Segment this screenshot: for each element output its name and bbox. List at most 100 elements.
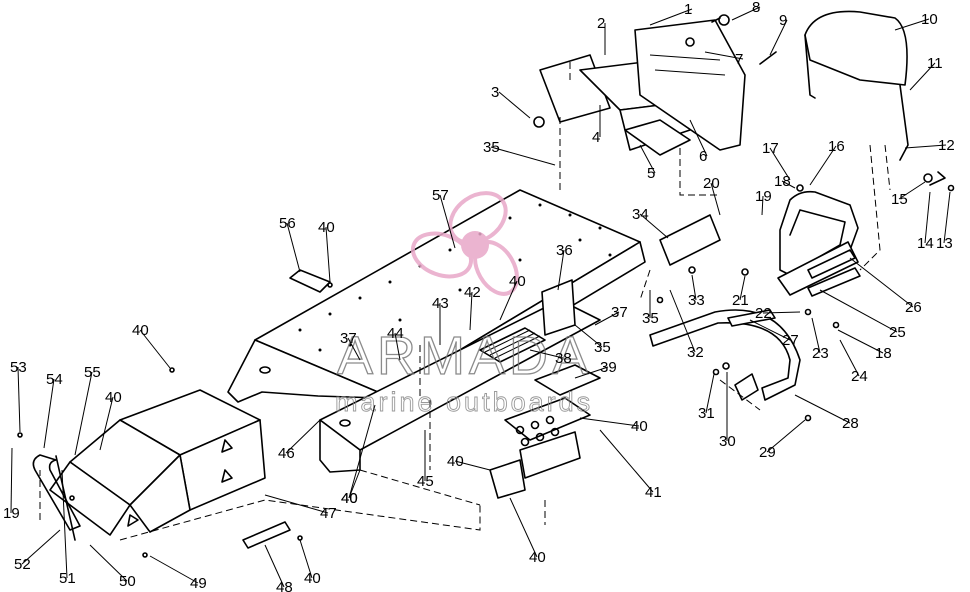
callout-49: 49: [190, 575, 207, 592]
leader-line-c23: [811, 317, 821, 354]
callout-40: 40: [529, 549, 546, 566]
callout-7: 7: [735, 51, 743, 68]
leader-line-c29: [766, 419, 806, 453]
leader-line-c37b: [594, 311, 620, 326]
leader-line-c35a: [490, 146, 556, 166]
callout-15: 15: [891, 191, 908, 208]
hardware: [17, 14, 955, 558]
callout-18: 18: [875, 345, 892, 362]
propeller-logo: [410, 191, 519, 296]
leader-line-c13: [943, 191, 951, 244]
leader-line-c15: [898, 181, 926, 200]
callout-51: 51: [59, 570, 76, 587]
callout-29: 29: [759, 444, 776, 461]
leader-line-c47: [264, 494, 329, 514]
callout-30: 30: [719, 433, 736, 450]
callout-33: 33: [688, 292, 705, 309]
callout-50: 50: [119, 573, 136, 590]
callout-14: 14: [917, 235, 934, 252]
callout-12: 12: [938, 137, 955, 154]
leader-line-c40g: [454, 460, 491, 471]
leader-line-c40i: [299, 539, 313, 579]
leader-line-c57: [439, 194, 456, 249]
callout-48: 48: [276, 579, 293, 592]
callout-40: 40: [132, 322, 149, 339]
callout-40: 40: [509, 273, 526, 290]
leader-line-c21: [739, 275, 746, 301]
leader-line-c24: [839, 339, 860, 377]
leader-line-c53: [17, 366, 21, 433]
callout-47: 47: [320, 505, 337, 522]
callout-35: 35: [483, 139, 500, 156]
leader-line-c8: [731, 6, 761, 21]
leader-line-c35c: [574, 324, 603, 348]
leader-line-c40j: [348, 404, 376, 499]
leader-line-c40a: [325, 226, 331, 283]
leader-line-c39: [574, 366, 609, 379]
callout-21: 21: [732, 292, 749, 309]
rear-bumper: [649, 309, 801, 401]
callout-13: 13: [936, 235, 953, 252]
leader-line-c18a: [781, 180, 796, 189]
leader-line-c50: [89, 544, 128, 582]
leader-line-c46: [285, 419, 321, 454]
leader-line-c52: [21, 529, 61, 565]
rear-bumper-bracket: [727, 309, 776, 327]
heat-exchanger: [479, 327, 546, 363]
leader-line-c33: [691, 274, 697, 301]
leader-line-c40b: [139, 329, 171, 369]
leader-line-c36: [557, 249, 565, 291]
callout-4: 4: [592, 129, 600, 146]
leader-line-c5: [639, 144, 656, 174]
leader-line-c19b: [10, 447, 13, 514]
callout-16: 16: [828, 138, 845, 155]
leader-lines: [10, 6, 951, 588]
leader-line-c1: [649, 8, 693, 26]
leader-line-c11: [909, 62, 936, 91]
callout-17: 17: [762, 140, 779, 157]
leader-line-c38: [529, 349, 564, 359]
callout-55: 55: [84, 364, 101, 381]
callout-37: 37: [340, 330, 357, 347]
leader-line-c14: [924, 191, 931, 244]
callout-40: 40: [318, 219, 335, 236]
leader-line-c51: [61, 469, 68, 579]
callout-1: 1: [684, 1, 692, 18]
callout-40: 40: [631, 418, 648, 435]
callout-22: 22: [755, 305, 772, 322]
callout-3: 3: [491, 84, 499, 101]
callout-40: 40: [447, 453, 464, 470]
callout-35: 35: [642, 310, 659, 327]
leader-line-c40h: [509, 497, 538, 558]
callout-40: 40: [304, 570, 321, 587]
leader-line-c9: [769, 19, 788, 56]
callout-35: 35: [594, 339, 611, 356]
steering-bracket: [489, 364, 601, 499]
callout-43: 43: [432, 295, 449, 312]
callout-40: 40: [341, 490, 358, 507]
callout-45: 45: [417, 473, 434, 490]
callout-56: 56: [279, 215, 296, 232]
callout-34: 34: [632, 206, 649, 223]
callout-41: 41: [645, 484, 662, 501]
callout-11: 11: [927, 55, 943, 72]
leader-line-c40f: [579, 417, 640, 427]
leader-line-c54: [43, 378, 55, 449]
callout-19: 19: [755, 188, 772, 205]
leader-line-c18b: [837, 329, 884, 354]
leader-line-c56: [286, 222, 301, 273]
leader-line-c25: [819, 289, 898, 333]
callout-28: 28: [842, 415, 859, 432]
leader-line-c12: [904, 144, 947, 149]
callout-36: 36: [556, 242, 573, 259]
leader-line-c6: [689, 119, 708, 157]
callout-5: 5: [647, 165, 655, 182]
callout-26: 26: [905, 299, 922, 316]
front-plate-bar: [242, 521, 291, 549]
callout-19: 19: [3, 505, 20, 522]
leader-line-c40e: [348, 469, 361, 499]
callout-10: 10: [921, 11, 938, 28]
assembly-lines: [39, 60, 891, 541]
callout-8: 8: [752, 0, 760, 16]
